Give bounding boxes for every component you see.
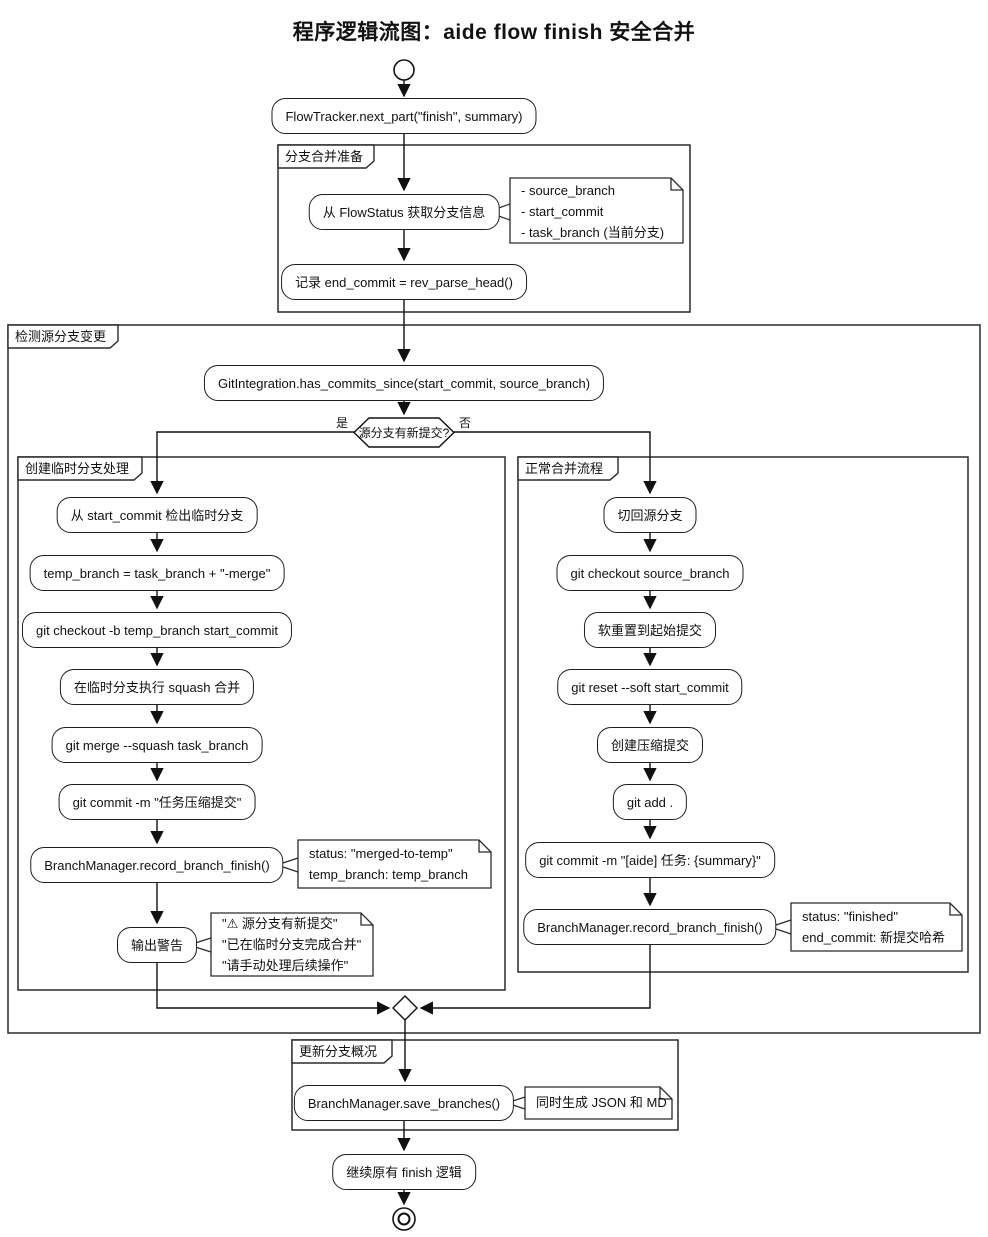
- note-branch-info-shape: [509, 177, 684, 244]
- decision-no-label: 否: [459, 416, 472, 430]
- note-warning-shape: [210, 912, 374, 977]
- partition-update-border: [291, 1039, 679, 1131]
- activity-checkout-temp-from-start: 从 start_commit 检出临时分支: [56, 497, 258, 533]
- partition-label-tabs: [7, 144, 619, 1064]
- activity-create-squash-commit: 创建压缩提交: [596, 727, 704, 763]
- note-finish-record-shape: [790, 902, 963, 952]
- partition-temp-label: 创建临时分支处理: [25, 461, 130, 476]
- note-temp-record: status: "merged-to-temp" temp_branch: te…: [309, 843, 468, 885]
- note-line: - start_commit: [521, 204, 604, 219]
- note-line: "⚠ 源分支有新提交": [222, 916, 338, 931]
- activity-record-branch-finish-normal: BranchManager.record_branch_finish(): [523, 909, 777, 945]
- note-line: "请手动处理后续操作": [222, 958, 349, 973]
- partition-temp-tab: [17, 456, 143, 481]
- activity-git-checkout-source: git checkout source_branch: [556, 555, 744, 591]
- activity-continue-finish: 继续原有 finish 逻辑: [332, 1154, 476, 1190]
- note-temp-record-shape: [297, 839, 492, 889]
- decision-shape: [352, 417, 456, 448]
- partition-update-tab: [291, 1039, 393, 1064]
- partition-borders: [7, 144, 981, 1131]
- partition-normal-label: 正常合并流程: [525, 461, 604, 476]
- partition-detect-border: [7, 324, 981, 1034]
- note-line: "已在临时分支完成合并": [222, 937, 362, 952]
- note-line: 同时生成 JSON 和 MD: [536, 1095, 667, 1110]
- partition-normal-border: [517, 456, 969, 973]
- activity-git-checkout-b: git checkout -b temp_branch start_commit: [21, 612, 293, 648]
- activity-output-warning: 输出警告: [116, 927, 198, 963]
- note-branch-info: - source_branch - start_commit - task_br…: [521, 180, 664, 243]
- partition-detect-label: 检测源分支变更: [15, 329, 107, 344]
- activity-soft-reset-to-start: 软重置到起始提交: [583, 612, 717, 648]
- partition-prepare-border: [277, 144, 691, 313]
- note-line: - task_branch (当前分支): [521, 225, 665, 240]
- connectors: [150, 80, 657, 1206]
- partition-detect-tab: [7, 324, 119, 349]
- activity-git-add: git add .: [612, 784, 688, 820]
- activity-save-branches: BranchManager.save_branches(): [293, 1085, 515, 1121]
- note-line: - source_branch: [521, 183, 615, 198]
- partition-prepare-tab: [277, 144, 375, 169]
- partition-update-label: 更新分支概况: [299, 1044, 378, 1059]
- activity-switch-back-source: 切回源分支: [603, 497, 697, 533]
- partition-normal-tab: [517, 456, 619, 481]
- diagram-title: 程序逻辑流图：aide flow finish 安全合并: [292, 21, 696, 44]
- partition-prepare-label: 分支合并准备: [285, 149, 364, 164]
- activity-git-reset-soft: git reset --soft start_commit: [557, 669, 743, 705]
- note-save-shape: [524, 1086, 673, 1120]
- start-node: [393, 59, 415, 81]
- activity-has-commits-since: GitIntegration.has_commits_since(start_c…: [203, 365, 605, 401]
- decision-question: 源分支有新提交?: [358, 426, 450, 440]
- note-warning: "⚠ 源分支有新提交" "已在临时分支完成合并" "请手动处理后续操作": [222, 913, 361, 976]
- note-line: status: "merged-to-temp": [309, 846, 453, 861]
- activity-git-merge-squash: git merge --squash task_branch: [51, 727, 263, 763]
- note-line: status: "finished": [802, 909, 898, 924]
- note-line: end_commit: 新提交哈希: [802, 930, 946, 945]
- activity-git-commit-squash: git commit -m "任务压缩提交": [58, 784, 256, 820]
- activity-record-end-commit: 记录 end_commit = rev_parse_head(): [281, 264, 527, 300]
- activity-git-commit-aide: git commit -m "[aide] 任务: {summary}": [525, 842, 775, 878]
- activity-temp-branch-name: temp_branch = task_branch + "-merge": [29, 555, 285, 591]
- end-node-inner: [397, 1212, 411, 1226]
- note-shapes: [210, 177, 963, 1120]
- note-finish-record: status: "finished" end_commit: 新提交哈希: [802, 906, 945, 948]
- partition-temp-border: [17, 456, 506, 991]
- decision-yes-label: 是: [335, 416, 348, 430]
- note-save: 同时生成 JSON 和 MD: [536, 1092, 667, 1113]
- merge-shape: [392, 995, 418, 1021]
- note-line: temp_branch: temp_branch: [309, 867, 468, 882]
- activity-squash-on-temp: 在临时分支执行 squash 合并: [59, 669, 255, 705]
- activity-get-branch-info: 从 FlowStatus 获取分支信息: [308, 194, 500, 230]
- activity-record-branch-finish-temp: BranchManager.record_branch_finish(): [30, 847, 284, 883]
- activity-flowtracker-next-part: FlowTracker.next_part("finish", summary): [271, 98, 537, 134]
